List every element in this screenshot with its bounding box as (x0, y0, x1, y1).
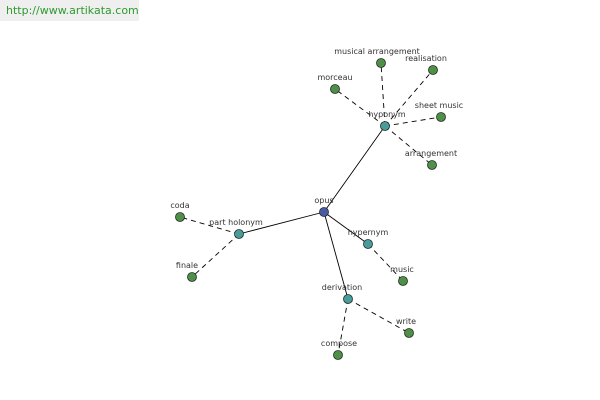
edge-rel-hyponym-term-1 (384, 69, 434, 127)
term-node-arrangement-label: arrangement (405, 149, 457, 158)
term-node-morceau-dot[interactable] (330, 84, 340, 94)
edge-root-rel-hyponym (323, 125, 386, 213)
relation-node-hyponym[interactable]: hyponym (368, 110, 406, 131)
edge-rel-hyponym-term-2 (334, 88, 386, 127)
term-node-compose-dot[interactable] (333, 350, 343, 360)
term-node-morceau-label: morceau (317, 73, 352, 82)
term-node-finale[interactable]: finale (176, 261, 198, 282)
nodes-layer: opus hyponym musical arrangementrealisatio… (170, 47, 463, 360)
watermark-text: http://www.artikata.com (6, 4, 139, 17)
edges-layer (179, 62, 442, 356)
term-node-write-dot[interactable] (404, 328, 414, 338)
watermark-link[interactable]: http://www.artikata.com (0, 0, 139, 21)
root-node-dot[interactable] (319, 207, 329, 217)
edge-rel-derivation-term-0 (347, 298, 410, 334)
term-node-sheet-music-dot[interactable] (436, 112, 446, 122)
term-node-finale-label: finale (176, 261, 198, 270)
term-node-compose-label: compose (321, 339, 357, 348)
term-node-realisation-dot[interactable] (428, 65, 438, 75)
edge-rel-part-holonym-term-0 (179, 216, 240, 235)
term-node-write[interactable]: write (396, 317, 416, 338)
edge-root-rel-part-holonym (238, 211, 325, 235)
edge-root-rel-derivation (323, 211, 349, 300)
edge-rel-hypernym-term-0 (367, 243, 404, 282)
term-node-realisation-label: realisation (405, 54, 447, 63)
edge-rel-hyponym-term-3 (384, 116, 442, 127)
term-node-arrangement-dot[interactable] (427, 160, 437, 170)
relation-node-hyponym-dot[interactable] (380, 121, 390, 131)
term-node-coda-label: coda (170, 201, 189, 210)
term-node-compose[interactable]: compose (321, 339, 357, 360)
root-node-label: opus (314, 196, 333, 205)
term-node-sheet-music[interactable]: sheet music (415, 101, 463, 122)
term-node-sheet-music-label: sheet music (415, 101, 463, 110)
relation-node-hypernym[interactable]: hypernym (348, 228, 389, 249)
relation-node-hyponym-label: hyponym (368, 110, 406, 119)
relation-node-derivation[interactable]: derivation (322, 283, 362, 304)
term-node-music[interactable]: music (390, 265, 414, 286)
edge-rel-hyponym-term-0 (380, 62, 386, 127)
relation-node-hypernym-dot[interactable] (363, 239, 373, 249)
root-node[interactable]: opus (314, 196, 334, 217)
edge-root-rel-hypernym (323, 211, 369, 245)
term-node-morceau[interactable]: morceau (317, 73, 353, 94)
term-node-coda[interactable]: coda (170, 201, 190, 222)
relation-node-part-holonym-dot[interactable] (234, 229, 244, 239)
term-node-musical-arrangement[interactable]: musical arrangement (334, 47, 420, 68)
relation-node-part-holonym[interactable]: part holonym (209, 218, 263, 239)
relation-node-derivation-dot[interactable] (343, 294, 353, 304)
term-node-coda-dot[interactable] (175, 212, 185, 222)
edge-rel-part-holonym-term-1 (191, 233, 240, 278)
term-node-finale-dot[interactable] (187, 272, 197, 282)
edge-rel-derivation-term-1 (337, 298, 349, 356)
relation-node-hypernym-label: hypernym (348, 228, 389, 237)
relation-node-part-holonym-label: part holonym (209, 218, 263, 227)
term-node-music-label: music (390, 265, 414, 274)
term-node-musical-arrangement-label: musical arrangement (334, 47, 420, 56)
term-node-arrangement[interactable]: arrangement (405, 149, 457, 170)
relation-node-derivation-label: derivation (322, 283, 362, 292)
term-node-write-label: write (396, 317, 416, 326)
edge-rel-hyponym-term-4 (384, 125, 433, 166)
term-node-music-dot[interactable] (398, 276, 408, 286)
term-node-realisation[interactable]: realisation (405, 54, 447, 75)
term-node-musical-arrangement-dot[interactable] (376, 58, 386, 68)
